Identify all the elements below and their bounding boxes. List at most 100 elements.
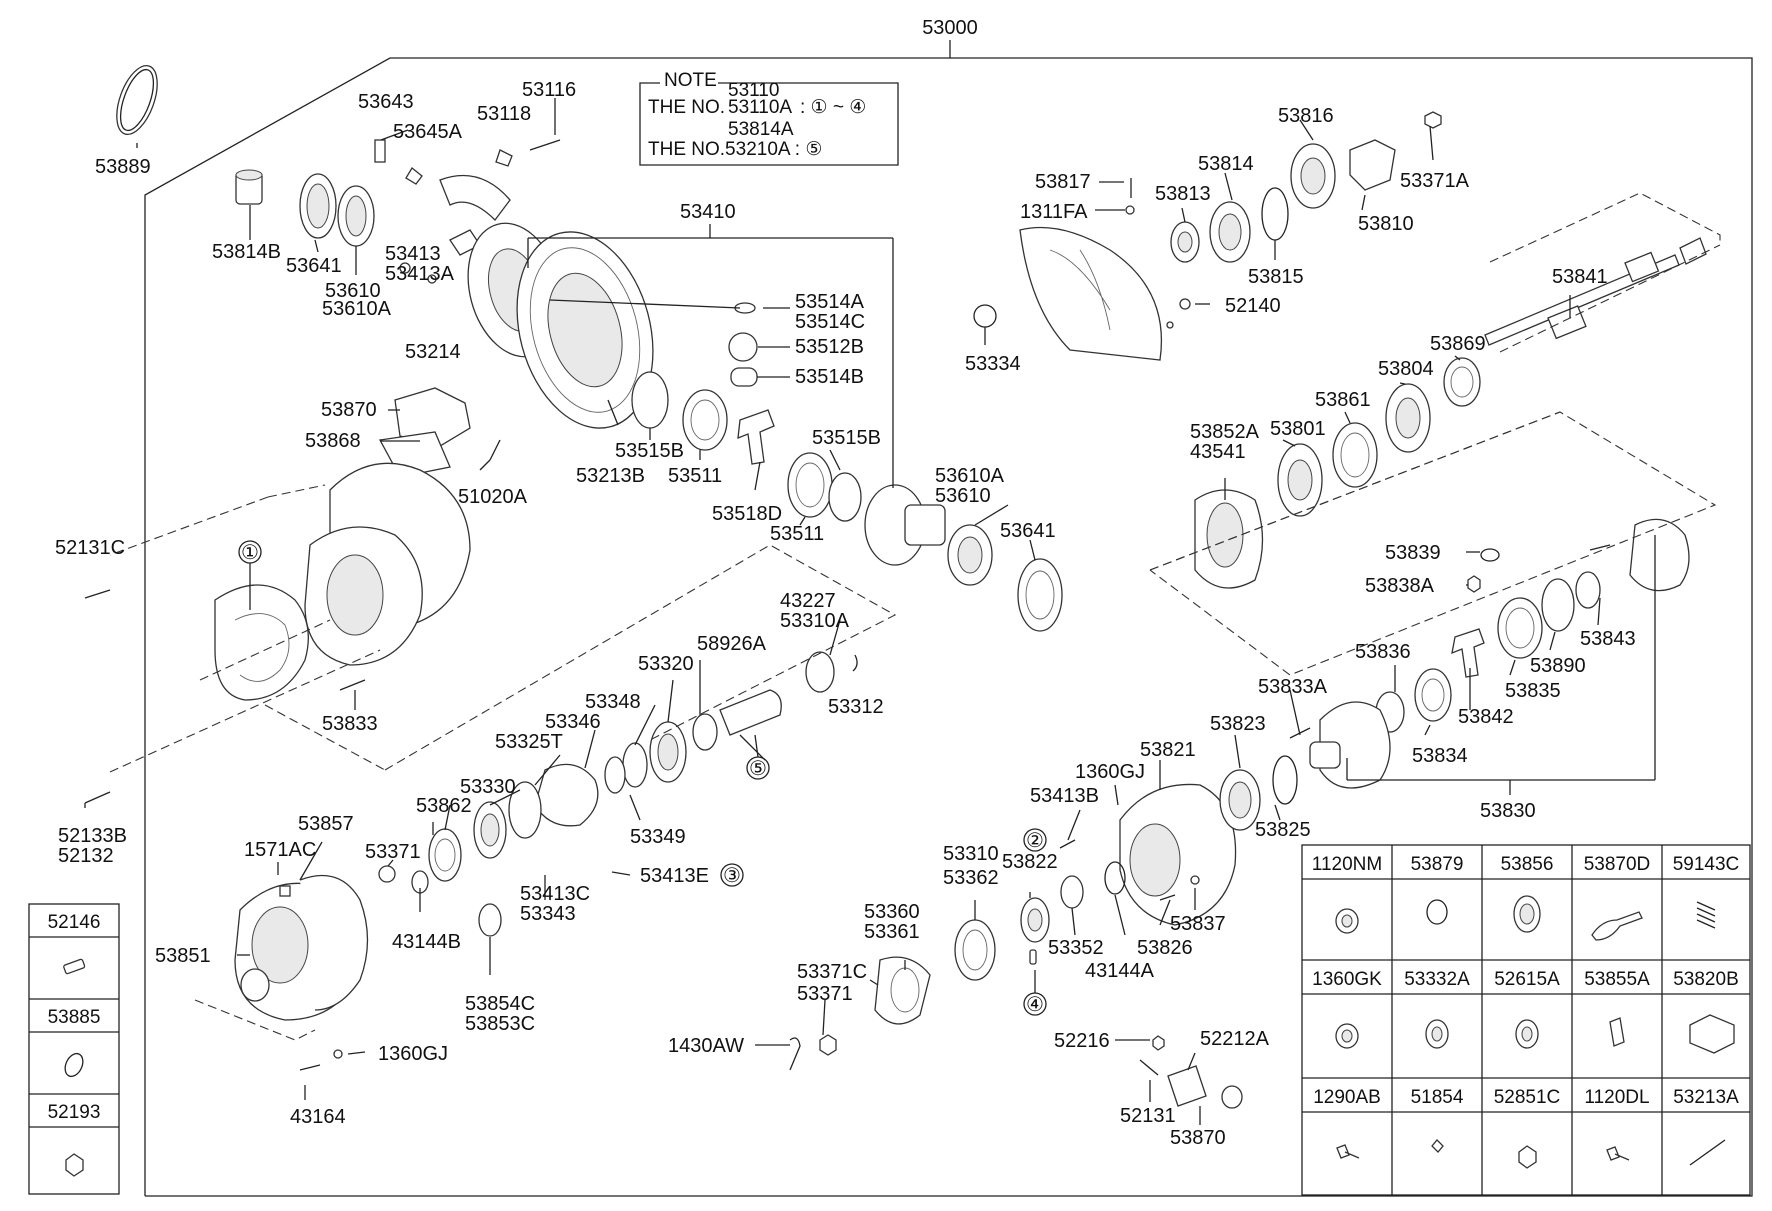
label-53861: 53861 — [1315, 389, 1371, 411]
label-1360GJ-b: 1360GJ — [1075, 761, 1145, 783]
transfer-upper — [973, 111, 1442, 361]
label-53854C: 53854C — [465, 993, 535, 1015]
assembly-number: 53000 — [922, 17, 978, 39]
rt-r1-c3: 53856 — [1501, 854, 1554, 875]
label-53835: 53835 — [1505, 680, 1561, 702]
right-parts-table: 1120NM 53879 53856 53870D 59143C 1360GK … — [1301, 844, 1751, 1196]
label-53852A: 53852A — [1190, 421, 1260, 443]
front-housing-53821 — [954, 755, 1298, 981]
label-53834: 53834 — [1412, 745, 1468, 767]
spring-icon — [1696, 901, 1716, 929]
label-53801: 53801 — [1270, 418, 1326, 440]
label-51020A: 51020A — [458, 486, 528, 508]
flange-53360 — [789, 956, 931, 1071]
label-43541: 43541 — [1190, 441, 1246, 463]
label-53511-a: 53511 — [668, 465, 722, 487]
label-53842: 53842 — [1458, 706, 1514, 728]
ring-53889 — [116, 65, 158, 135]
bolt-2-icon — [1606, 1146, 1630, 1161]
label-53213B: 53213B — [576, 465, 645, 487]
marker-1: ① — [241, 542, 259, 564]
rt-r2-c5: 53820B — [1673, 969, 1739, 990]
label-53813: 53813 — [1155, 183, 1211, 205]
label-53325T: 53325T — [495, 731, 563, 753]
label-53833A: 53833A — [1258, 676, 1328, 698]
ring-icon — [64, 1052, 84, 1078]
label-53833: 53833 — [322, 713, 378, 735]
label-53890: 53890 — [1530, 655, 1586, 677]
label-53371A: 53371A — [1400, 170, 1470, 192]
label-53515B-a: 53515B — [615, 440, 684, 462]
marker-2: ② — [1026, 830, 1044, 852]
label-53889: 53889 — [95, 156, 151, 178]
label-53839: 53839 — [1385, 542, 1441, 564]
label-52133B: 52133B — [58, 825, 127, 847]
label-53310A: 53310A — [780, 610, 850, 632]
label-1430AW: 1430AW — [668, 1035, 744, 1057]
clip-53118 — [495, 149, 513, 167]
label-53821: 53821 — [1140, 739, 1196, 761]
cover-marker-1 — [214, 584, 309, 701]
label-53413: 53413 — [385, 243, 441, 265]
diff-case-right — [864, 484, 1063, 632]
label-53853C: 53853C — [465, 1013, 535, 1035]
label-53348: 53348 — [585, 691, 641, 713]
label-53870: 53870 — [321, 399, 377, 421]
main-frame: 53000 — [144, 17, 1753, 1197]
label-52131C: 52131C — [55, 537, 125, 559]
label-53815: 53815 — [1248, 266, 1304, 288]
label-53610A-b: 53610A — [935, 465, 1005, 487]
rear-housing — [304, 387, 501, 666]
rt-r1-c1: 1120NM — [1312, 854, 1382, 875]
label-53814B: 53814B — [212, 241, 281, 263]
label-53413E: 53413E — [640, 865, 709, 887]
circled-markers: ① ② ③ ④ ⑤ — [238, 540, 1047, 1016]
rt-r3-c3: 52851C — [1494, 1087, 1561, 1108]
label-53371-a: 53371 — [365, 841, 421, 863]
output-shaft-53841 — [1484, 237, 1707, 346]
left-table-cell-1: 52146 — [48, 912, 101, 933]
bolt-52131C — [84, 589, 111, 599]
label-53869: 53869 — [1430, 333, 1486, 355]
label-52140: 52140 — [1225, 295, 1281, 317]
cross-shaft-53518D — [737, 409, 775, 465]
label-53346: 53346 — [545, 711, 601, 733]
group-outlines — [109, 192, 1721, 1041]
label-53118: 53118 — [477, 103, 531, 125]
label-43227: 43227 — [780, 590, 836, 612]
rt-r2-c3: 52615A — [1494, 969, 1560, 990]
label-53641: 53641 — [286, 255, 342, 277]
label-53360: 53360 — [864, 901, 920, 923]
label-53841: 53841 — [1552, 266, 1608, 288]
label-53838A: 53838A — [1365, 575, 1435, 597]
label-53823: 53823 — [1210, 713, 1266, 735]
label-53214: 53214 — [405, 341, 461, 363]
label-53843: 53843 — [1580, 628, 1636, 650]
label-53837: 53837 — [1170, 913, 1226, 935]
label-53334: 53334 — [965, 353, 1021, 375]
plug-icon — [1431, 1139, 1444, 1153]
label-53361: 53361 — [864, 921, 920, 943]
note-line2: THE NO.53210A : ⑤ — [648, 139, 822, 160]
label-53816: 53816 — [1278, 105, 1334, 127]
part-labels: 53889 53643 53645A 53118 53116 53814B 53… — [55, 79, 1636, 1149]
label-53514B: 53514B — [795, 366, 864, 388]
note-heading: NOTE — [664, 70, 717, 91]
label-53371-b: 53371 — [797, 983, 853, 1005]
label-53610A: 53610A — [322, 298, 392, 320]
rt-r2-c1: 1360GK — [1312, 969, 1382, 990]
label-53413C: 53413C — [520, 883, 590, 905]
bolt-icon — [1336, 1144, 1360, 1159]
part-drawings — [84, 65, 1707, 1109]
leader-lines — [84, 98, 1601, 1125]
gear-53512B — [728, 332, 758, 362]
marker-3: ③ — [723, 865, 741, 887]
label-53814: 53814 — [1198, 153, 1254, 175]
label-53610: 53610 — [325, 280, 381, 302]
note-code-bot: 53814A — [728, 119, 794, 140]
label-53857: 53857 — [298, 813, 354, 835]
marker-4: ④ — [1026, 994, 1044, 1016]
label-53610-b: 53610 — [935, 485, 991, 507]
label-53825: 53825 — [1255, 819, 1311, 841]
label-53352: 53352 — [1048, 937, 1104, 959]
